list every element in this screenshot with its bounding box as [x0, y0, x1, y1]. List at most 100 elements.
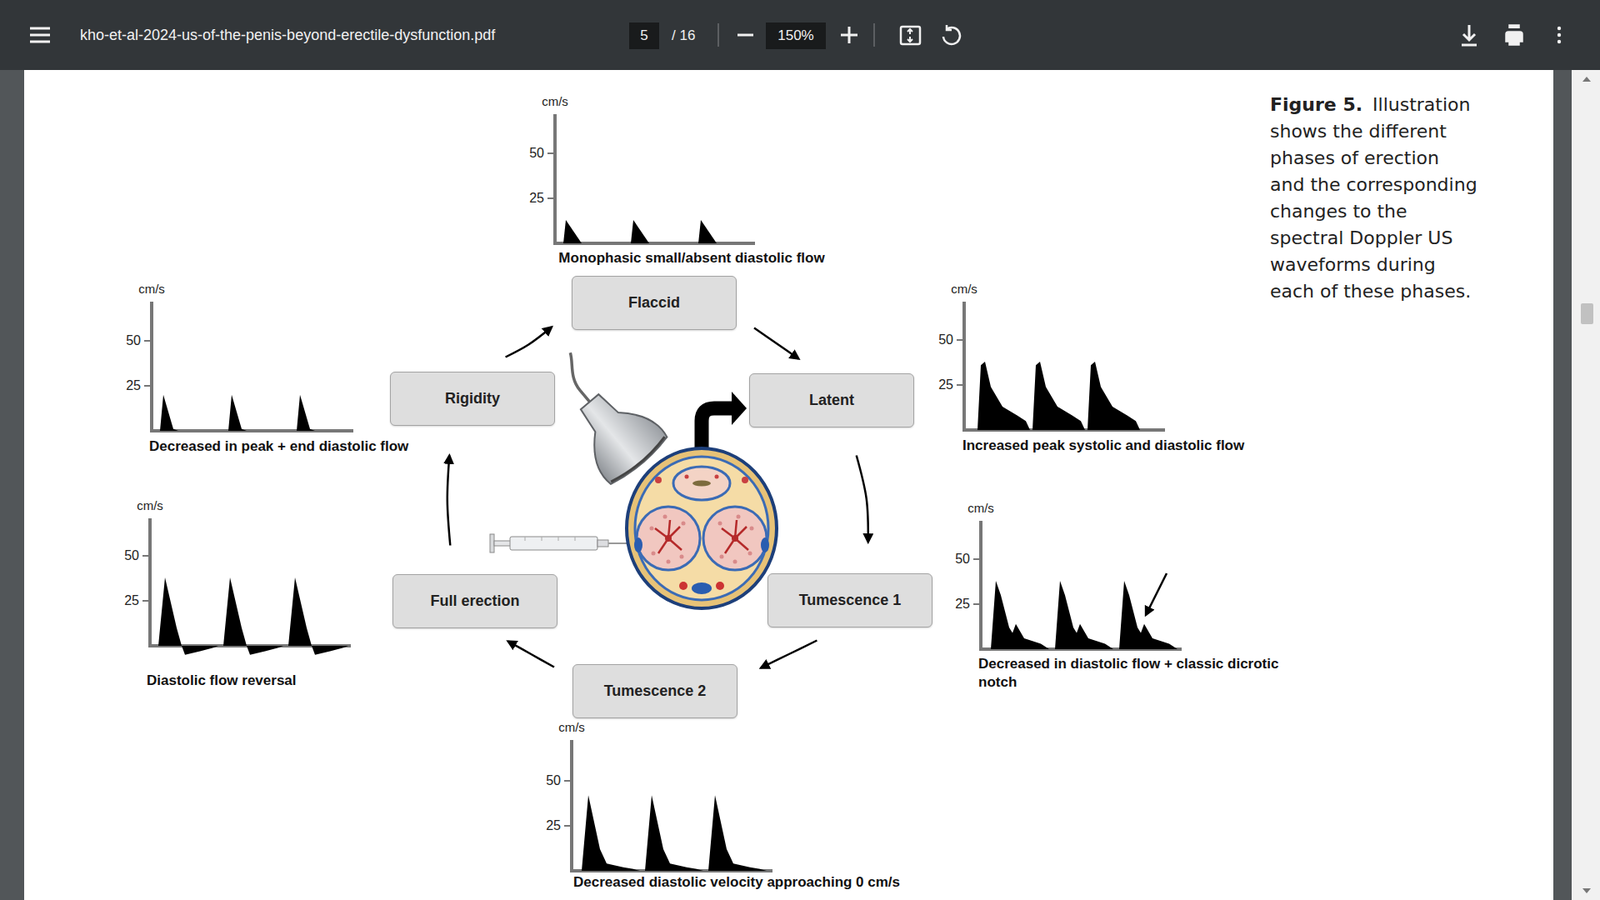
probe-body: [560, 377, 670, 488]
phase-label: Latent: [809, 391, 855, 410]
artery-center: [665, 535, 672, 542]
axis-tick: [142, 555, 150, 557]
plunger-rod: [494, 540, 511, 546]
download-icon: [1461, 25, 1477, 45]
phase-box: Tumescence 1: [767, 573, 933, 628]
scrollbar-thumb: [1580, 303, 1594, 325]
needle-hub: [597, 540, 609, 547]
waveform-caption: Decreased in peak + end diastolic flow: [149, 438, 409, 455]
axis-unit: cm/s: [950, 281, 978, 297]
page-number-box: [629, 22, 660, 50]
vessel: [741, 476, 749, 484]
axis-value: 50: [529, 145, 545, 161]
zoom-in-icon: [840, 26, 858, 44]
doppler-waveform: [977, 361, 1030, 430]
axis-tick: [973, 603, 981, 605]
doppler-waveform: [1119, 580, 1178, 650]
scrollbar-track: [1571, 70, 1600, 900]
rotate-icon: [943, 25, 960, 45]
scroll-down-arrow: [1582, 888, 1591, 894]
axis-tick: [564, 780, 572, 782]
figure-number: Figure 5.: [1270, 94, 1363, 115]
chart-axes: [964, 301, 1165, 430]
toolbar: [0, 0, 1600, 70]
axis-tick: [956, 384, 965, 386]
axis-value: 50: [955, 550, 970, 567]
doppler-waveform: [645, 795, 704, 871]
axis-value: 50: [938, 331, 954, 348]
cycle-arrow: [508, 641, 555, 668]
vein: [760, 537, 770, 553]
axis-unit: cm/s: [136, 498, 164, 514]
doppler-chart: [144, 301, 354, 431]
phase-label: Full erection: [430, 592, 520, 610]
doppler-waveform: [581, 795, 640, 871]
probe-cable: [557, 352, 603, 402]
axis-tick: [144, 385, 152, 387]
axis-value: 50: [125, 332, 141, 349]
dot: [1557, 33, 1561, 37]
axis-value: 25: [545, 817, 561, 834]
waveform-caption: Diastolic flow reversal: [146, 672, 297, 690]
doppler-waveform: [1032, 361, 1085, 430]
phase-box: Rigidity: [390, 371, 555, 426]
axis-tick: [142, 600, 150, 602]
axis-tick: [144, 340, 152, 342]
phase-box: Tumescence 2: [572, 664, 738, 719]
doppler-waveform: [223, 577, 284, 655]
waveform-caption: Monophasic small/absent diastolic flow: [558, 250, 825, 267]
toolbar-icons: [30, 22, 1561, 50]
corpus-cavernosum: [703, 506, 767, 570]
axis-unit: cm/s: [138, 281, 165, 297]
print-icon: [1505, 25, 1523, 45]
phase-box: Latent: [749, 373, 915, 428]
phase-label: Flaccid: [628, 294, 680, 312]
zoom-box: [765, 22, 826, 50]
penis-cross-section: [626, 448, 777, 609]
barrel: [510, 536, 598, 550]
axis-value: 25: [938, 376, 954, 393]
separator: [717, 23, 720, 47]
waveform-caption: Decreased diastolic velocity approaching…: [573, 874, 900, 891]
axis-unit: cm/s: [558, 720, 585, 735]
doppler-waveform: [160, 395, 179, 431]
doppler-waveform: [990, 580, 1050, 650]
tunica: [635, 456, 769, 600]
doppler-waveform: [698, 220, 717, 244]
phase-label: Tumescence 2: [604, 682, 707, 700]
sinusoid-dots: [650, 515, 755, 565]
file-name: kho-et-al-2024-us-of-the-penis-beyond-er…: [80, 26, 495, 45]
cycle-arrow: [856, 455, 869, 543]
cycle-arrow: [505, 327, 552, 358]
axis-value: 50: [545, 772, 561, 789]
callout-arrow: [1145, 573, 1167, 615]
dorsal-artery: [679, 581, 688, 590]
zoom-level: 150%: [777, 27, 814, 45]
doppler-chart: [547, 114, 755, 244]
phase-label: Rigidity: [445, 390, 500, 408]
doppler-waveform: [1055, 580, 1114, 650]
doppler-waveform: [1087, 361, 1140, 430]
pdf-page: [24, 70, 1554, 900]
menu-icon: [30, 28, 50, 42]
fit-icon: [900, 26, 920, 45]
axis-value: 50: [124, 547, 140, 564]
doppler-waveform: [158, 577, 219, 655]
axis-value: 25: [529, 190, 545, 206]
page-number: 5: [640, 27, 648, 45]
barrel-marks: [525, 536, 575, 541]
axis-unit: cm/s: [967, 500, 995, 516]
corpus-cavernosum: [636, 506, 700, 570]
outer-layer: [626, 448, 777, 609]
scroll-up-arrow: [1582, 76, 1591, 82]
waveform-caption: Decreased in diastolic flow + classic di…: [978, 655, 1287, 692]
page-count: / 16: [671, 27, 695, 45]
corpus-spongiosum: [673, 466, 730, 500]
cycle-arrow: [754, 328, 799, 360]
axis-tick: [564, 825, 572, 827]
chart-axes: [571, 740, 773, 871]
chart-axes: [150, 518, 351, 646]
vein: [634, 537, 643, 553]
phase-label: Tumescence 1: [799, 591, 902, 610]
